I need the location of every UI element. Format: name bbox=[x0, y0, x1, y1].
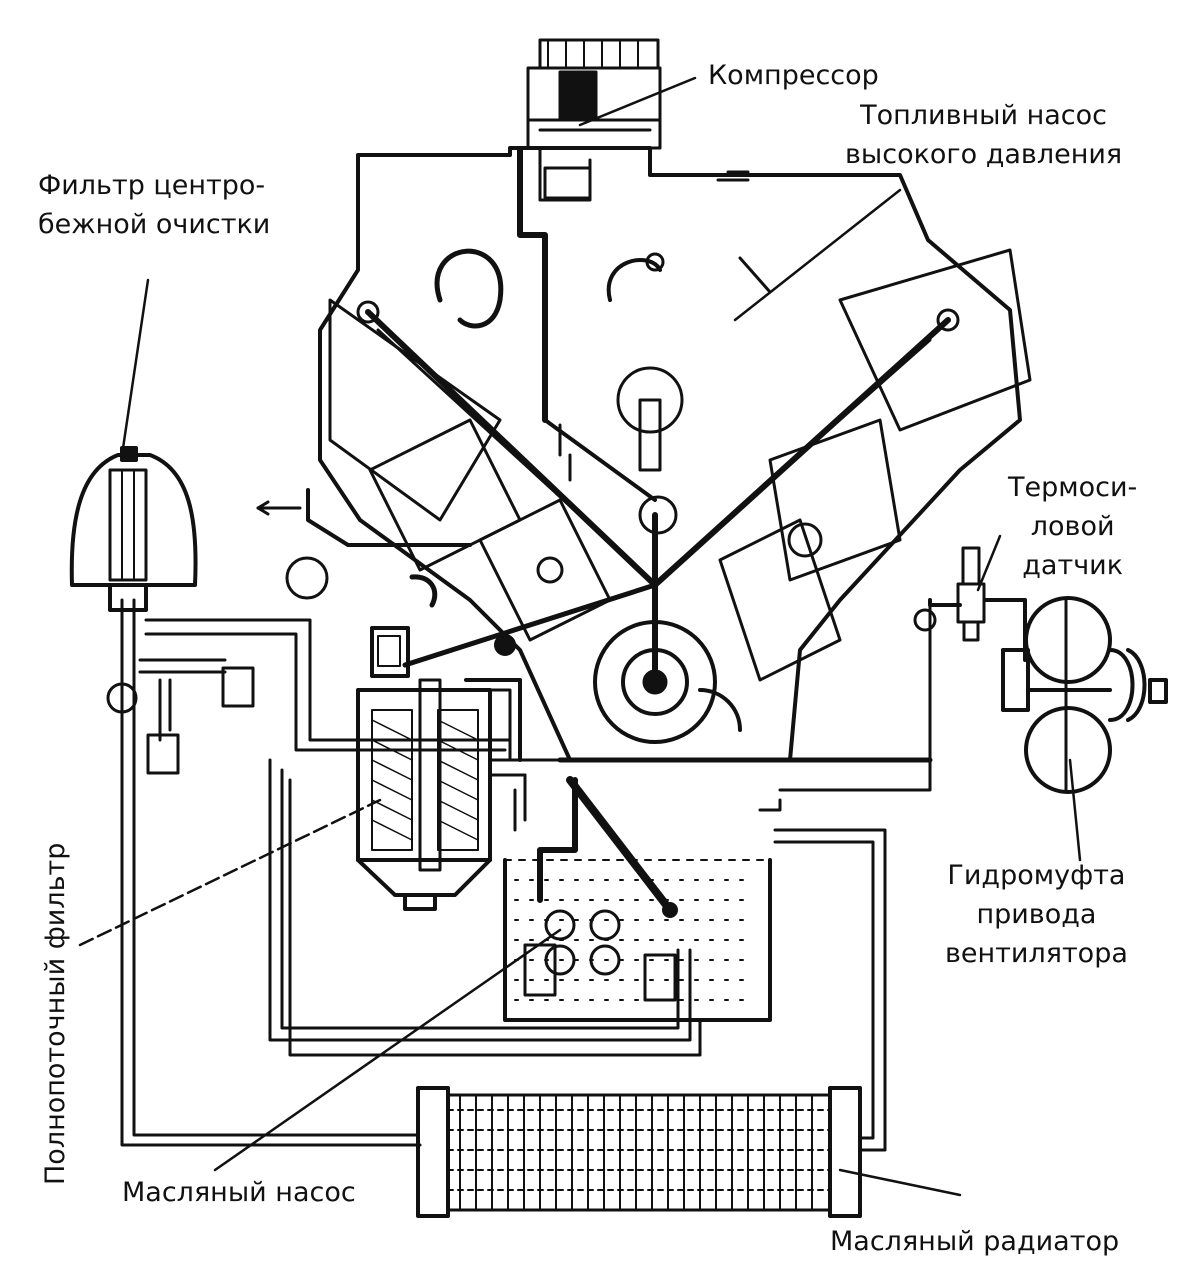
label-thermo-sensor-line3: датчик bbox=[1022, 550, 1123, 582]
label-thermo-sensor-line1: Термоси- bbox=[1008, 472, 1138, 503]
crankshaft bbox=[593, 620, 742, 744]
label-oil-radiator-text: Масляный радиатор bbox=[830, 1226, 1120, 1257]
label-full-flow-filter-text: Полнопоточный фильтр bbox=[40, 842, 71, 1185]
label-centrifugal-filter-line2: бежной очистки bbox=[38, 209, 271, 241]
label-fuel-pump: Топливный насос высокого давления bbox=[845, 96, 1122, 174]
leader-lines bbox=[78, 76, 1082, 1197]
full-flow-filter bbox=[356, 626, 492, 911]
compressor bbox=[526, 38, 662, 150]
label-fuel-pump-line2: высокого давления bbox=[845, 139, 1123, 171]
label-oil-pump: Масляный насос bbox=[122, 1173, 356, 1212]
label-compressor-text: Компрессор bbox=[708, 60, 879, 91]
label-fluid-coupling-line2: привода bbox=[976, 899, 1097, 931]
fluid-coupling bbox=[1001, 596, 1168, 794]
oil-piping bbox=[120, 598, 1027, 1152]
label-centrifugal-filter-line1: Фильтр центро- bbox=[38, 170, 266, 201]
centrifugal-filter bbox=[69, 446, 198, 612]
label-oil-radiator: Масляный радиатор bbox=[830, 1222, 1119, 1261]
label-thermo-sensor: Термоси- ловой датчик bbox=[1008, 468, 1137, 585]
gauges bbox=[106, 488, 937, 775]
engine-block bbox=[318, 146, 1032, 762]
label-fluid-coupling-line3: вентилятора bbox=[945, 938, 1128, 970]
label-fluid-coupling-line1: Гидромуфта bbox=[947, 860, 1126, 891]
fuel-pump-body bbox=[538, 148, 592, 202]
oil-pan bbox=[503, 776, 772, 1022]
thermo-sensor bbox=[956, 546, 986, 642]
label-thermo-sensor-line2: ловой bbox=[1030, 511, 1115, 543]
label-oil-pump-text: Масляный насос bbox=[122, 1177, 356, 1208]
label-fluid-coupling: Гидромуфта привода вентилятора bbox=[945, 856, 1128, 973]
label-fuel-pump-line1: Топливный насос bbox=[860, 100, 1108, 131]
label-centrifugal-filter: Фильтр центро- бежной очистки bbox=[38, 166, 270, 244]
label-compressor: Компрессор bbox=[708, 56, 879, 95]
label-full-flow-filter: Полнопоточный фильтр bbox=[40, 843, 71, 1185]
oil-galleries bbox=[356, 147, 960, 683]
oil-radiator bbox=[416, 1086, 862, 1218]
